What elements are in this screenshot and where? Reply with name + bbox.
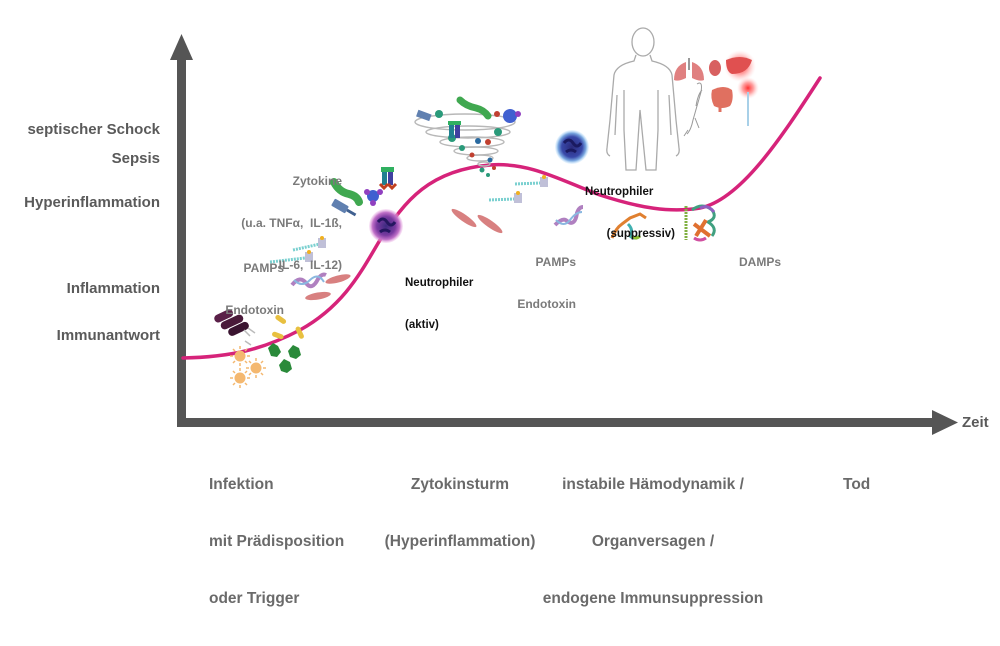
- annotation-neutrophil-active: Neutrophiler (aktiv): [405, 248, 473, 360]
- x-axis-label: Zeit: [962, 414, 989, 431]
- x-axis: [177, 410, 958, 435]
- y-level-sepsis: Sepsis: [111, 150, 160, 167]
- pamps-lipid-icon: [269, 236, 326, 264]
- y-axis-arrow-icon: [170, 34, 193, 60]
- phase-cytokine-storm-line-2: (Hyperinflammation): [384, 533, 536, 550]
- phase-infection: Infektion mit Prädisposition oder Trigge…: [209, 437, 344, 646]
- cytokine-storm-icon: [414, 96, 521, 177]
- annotation-neutrophil-active-line-2: (aktiv): [405, 319, 439, 331]
- phase-cytokine-storm-line-1: Zytokinsturm: [410, 476, 510, 493]
- phase-death-line-1: Tod: [843, 476, 871, 493]
- bone-icon: [683, 82, 703, 137]
- intestine-icon: [711, 87, 733, 112]
- dna-icon-2: [553, 205, 584, 227]
- brain-icon: [737, 77, 759, 126]
- human-body-icon: [606, 27, 680, 171]
- phase-organ-failure-line-1: instabile Hämodynamik /: [562, 476, 744, 493]
- damps-protein-icon: [610, 204, 716, 242]
- annotation-pamps-2: PAMPs Endotoxin: [510, 227, 576, 339]
- annotation-neutrophil-suppressive: Neutrophiler (suppressiv): [585, 157, 675, 269]
- phase-cytokine-storm: Zytokinsturm (Hyperinflammation): [380, 437, 540, 589]
- y-axis: [170, 34, 193, 427]
- y-level-hyperinflammation: Hyperinflammation: [24, 194, 160, 211]
- annotation-cytokines-line-2: (u.a. TNFα, IL-1ß,: [241, 216, 342, 230]
- annotation-pamps-1-line-1: PAMPs: [243, 261, 284, 275]
- annotation-cytokines-line-3: IL-6, IL-12): [278, 258, 342, 272]
- phase-infection-line-3: oder Trigger: [209, 590, 300, 607]
- annotation-pamps-1: PAMPs Endotoxin: [218, 233, 284, 345]
- annotation-cytokines-line-1: Zytokine: [292, 174, 342, 188]
- kidney-icon: [709, 60, 721, 76]
- yellow-bacteria-icon: [272, 314, 304, 340]
- protein-chain-icon: [305, 274, 351, 301]
- fungus-icon: [268, 343, 301, 373]
- y-level-inflammation: Inflammation: [66, 280, 160, 297]
- phase-organ-failure: instabile Hämodynamik / Organversagen / …: [540, 437, 766, 646]
- annotation-damps: DAMPs: [739, 227, 781, 297]
- phase-infection-line-2: mit Prädisposition: [209, 533, 345, 550]
- annotation-pamps-1-line-2: Endotoxin: [225, 303, 284, 317]
- bacteria-icon: [214, 309, 256, 346]
- liver-icon: [724, 50, 756, 82]
- annotation-pamps-2-line-2: Endotoxin: [517, 297, 576, 311]
- annotation-neutrophil-suppressive-line-2: (suppressiv): [606, 228, 675, 240]
- phase-death: Tod: [843, 437, 870, 532]
- dna-icon: [290, 272, 327, 289]
- phase-infection-line-1: Infektion: [209, 476, 274, 493]
- annotation-pamps-2-line-1: PAMPs: [535, 255, 576, 269]
- annotation-cytokines: Zytokine (u.a. TNFα, IL-1ß, IL-6, IL-12): [232, 146, 342, 300]
- phase-organ-failure-line-3: endogene Immunsuppression: [542, 590, 764, 607]
- sepsis-diagram: septischer Schock Sepsis Hyperinflammati…: [24, 27, 989, 607]
- annotation-neutrophil-suppressive-line-1: Neutrophiler: [585, 186, 654, 198]
- diagram-canvas: [170, 27, 958, 435]
- y-level-septic-shock: septischer Schock: [27, 121, 160, 138]
- annotation-neutrophil-active-line-1: Neutrophiler: [405, 277, 474, 289]
- annotation-damps-line-1: DAMPs: [739, 255, 782, 269]
- neutrophil-suppressive-icon: [555, 130, 589, 164]
- y-level-immune-response: Immunantwort: [56, 327, 160, 344]
- protein-chain-icon-2: [451, 208, 503, 234]
- neutrophil-active-icon: [369, 209, 403, 243]
- virus-icon: [230, 346, 266, 388]
- cytokine-icon: [330, 167, 398, 217]
- phase-organ-failure-line-2: Organversagen /: [591, 533, 715, 550]
- x-axis-arrow-icon: [932, 410, 958, 435]
- pamps-lipid-icon-2: [488, 175, 548, 203]
- lungs-icon: [674, 58, 704, 81]
